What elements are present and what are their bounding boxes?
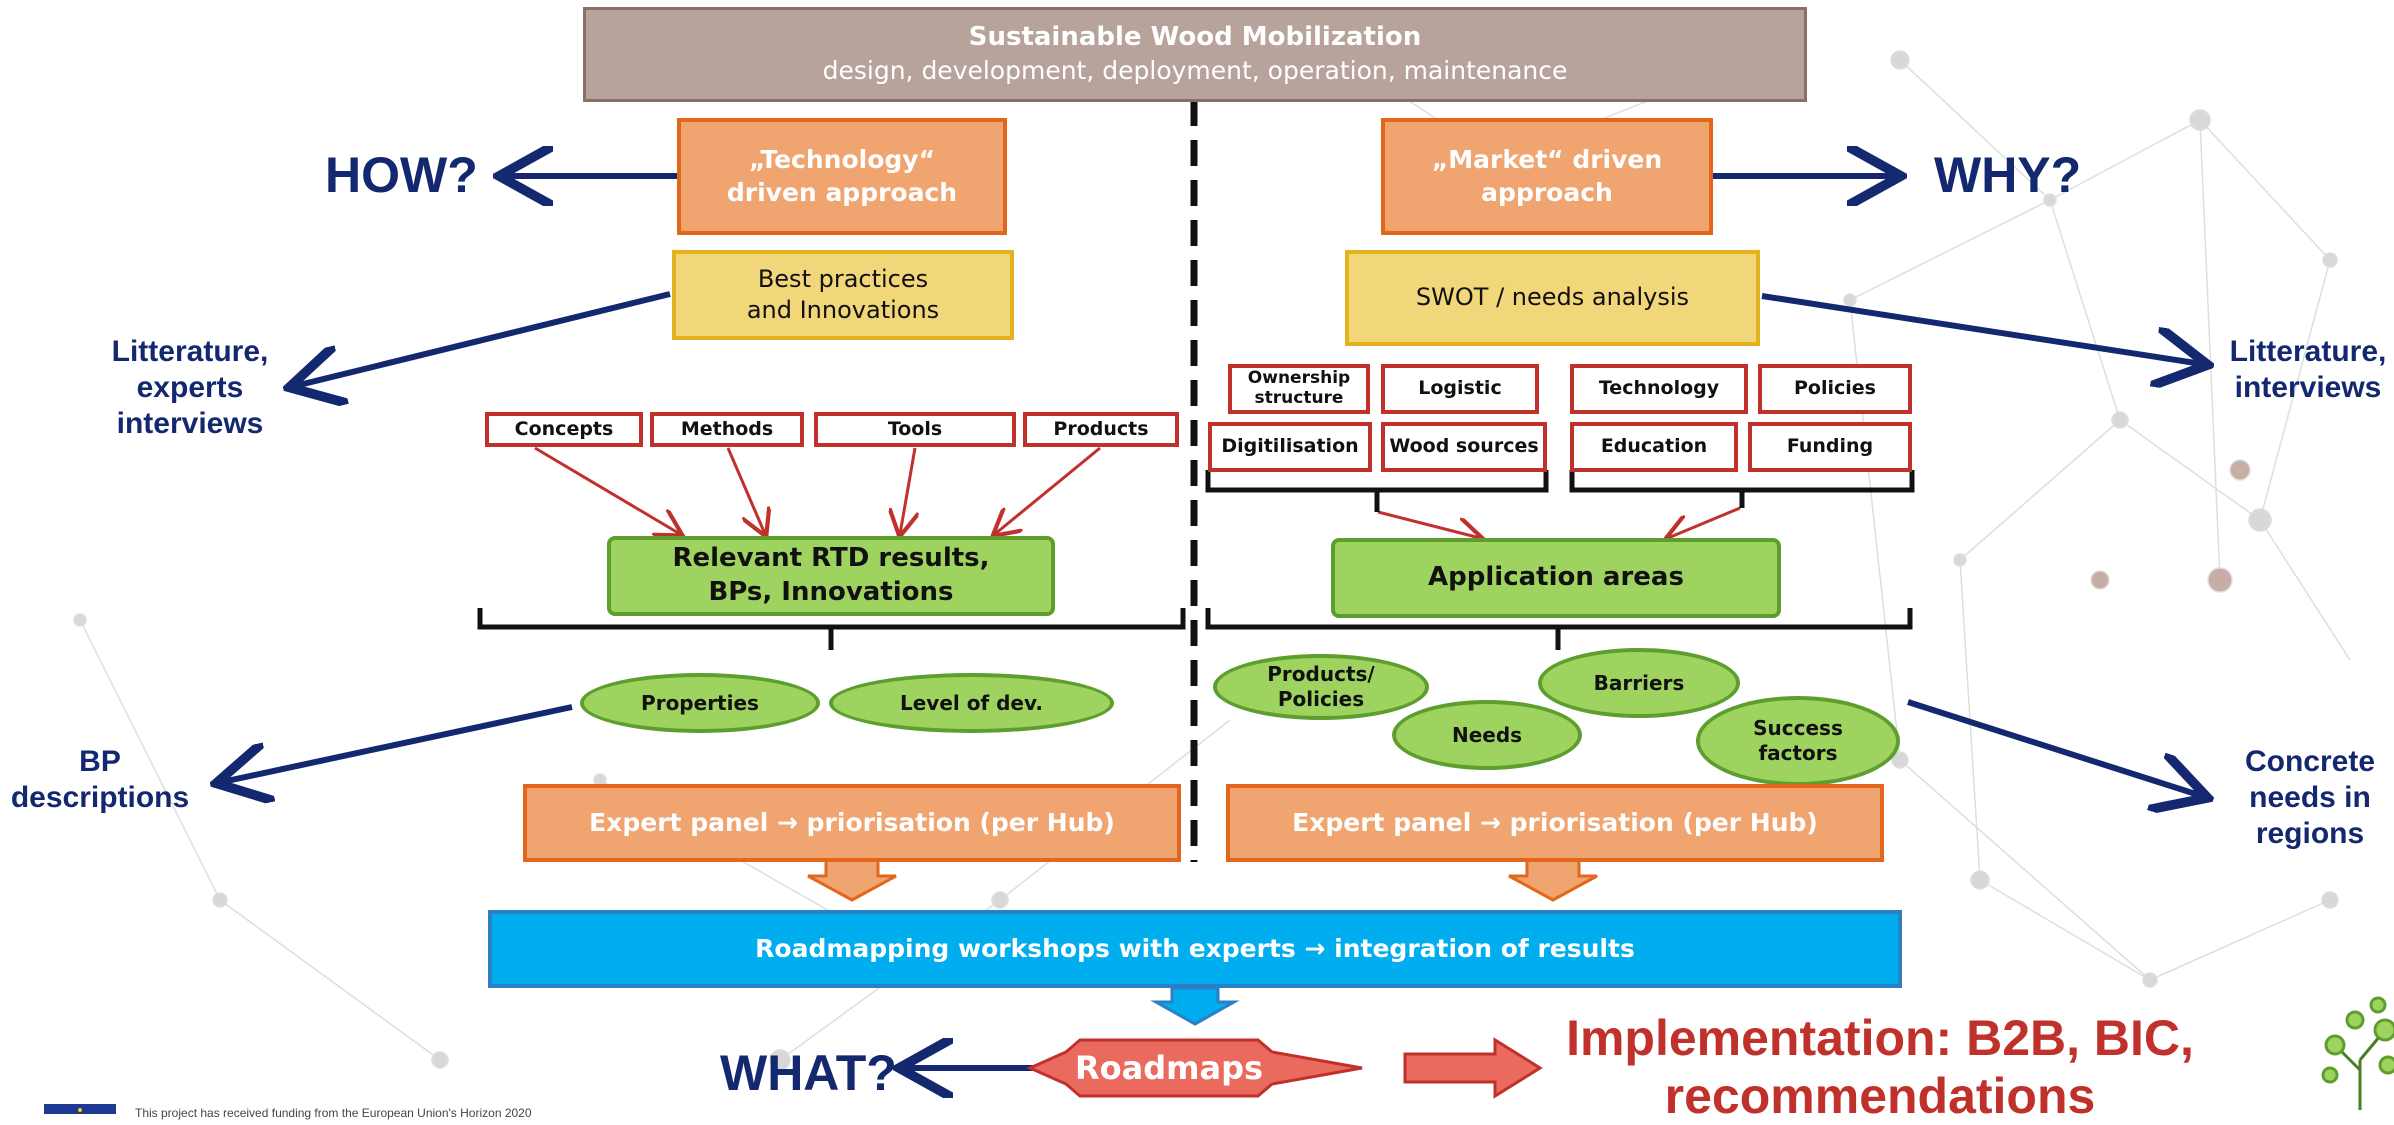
eu-flag-icon bbox=[44, 1104, 116, 1114]
category-methods: Methods bbox=[650, 412, 804, 447]
brace-factors-left bbox=[1205, 470, 1549, 512]
footer-funding-note: This project has received funding from t… bbox=[135, 1106, 532, 1120]
category-tools: Tools bbox=[814, 412, 1016, 447]
red-arrows bbox=[534, 446, 1741, 538]
factor-technology: Technology bbox=[1570, 364, 1748, 414]
title-banner: Sustainable Wood Mobilization design, de… bbox=[583, 7, 1807, 102]
roadmaps-label: Roadmaps bbox=[1075, 1049, 1264, 1087]
brace-left-results bbox=[477, 608, 1186, 650]
roadmaps-star bbox=[1026, 1038, 1363, 1098]
braces bbox=[477, 470, 1915, 650]
ellipse-success-factors: Success factors bbox=[1696, 696, 1900, 786]
application-areas-box: Application areas bbox=[1331, 538, 1781, 618]
arrow-left-literature bbox=[295, 291, 671, 386]
factor-education: Education bbox=[1570, 422, 1738, 472]
best-practices-box: Best practices and Innovations bbox=[672, 250, 1014, 340]
bp-descriptions-label: BP descriptions bbox=[10, 745, 190, 814]
question-what: WHAT? bbox=[720, 1045, 897, 1101]
left-literature-label: Litterature, experts interviews bbox=[111, 335, 269, 440]
blue-down-arrow bbox=[1150, 986, 1240, 1026]
expert-panel-right: Expert panel → priorisation (per Hub) bbox=[1226, 784, 1884, 862]
ellipse-level-of-dev: Level of dev. bbox=[829, 673, 1114, 733]
category-concepts: Concepts bbox=[485, 412, 643, 447]
brace-right-application bbox=[1205, 608, 1913, 650]
ellipse-products-policies: Products/ Policies bbox=[1213, 654, 1429, 720]
arrow-right-literature bbox=[1761, 293, 2202, 364]
factor-wood-sources: Wood sources bbox=[1381, 422, 1547, 472]
factor-digitilisation: Digitilisation bbox=[1208, 422, 1372, 472]
arrow-bp bbox=[222, 704, 573, 782]
question-how: HOW? bbox=[325, 147, 478, 203]
swot-box: SWOT / needs analysis bbox=[1345, 250, 1760, 346]
roadmapping-workshops-box: Roadmapping workshops with experts → int… bbox=[488, 910, 1902, 988]
navy-arrows bbox=[222, 176, 2202, 1068]
market-approach-box: „Market“ driven approach bbox=[1381, 118, 1713, 235]
banner-title: Sustainable Wood Mobilization bbox=[968, 22, 1422, 53]
concrete-needs-label: Concrete needs in regions bbox=[2244, 745, 2376, 850]
category-products: Products bbox=[1023, 412, 1179, 447]
banner-subtitle: design, development, deployment, operati… bbox=[822, 56, 1568, 86]
ellipse-needs: Needs bbox=[1392, 700, 1582, 770]
orange-down-arrows bbox=[807, 858, 1598, 902]
implementation-text: Implementation: B2B, BIC, recommendation… bbox=[1566, 1010, 2194, 1124]
ellipse-properties: Properties bbox=[580, 673, 820, 733]
tree-logo-icon bbox=[2321, 996, 2394, 1110]
factor-policies: Policies bbox=[1758, 364, 1912, 414]
technology-approach-box: „Technology“ driven approach bbox=[677, 118, 1007, 235]
brace-factors-right bbox=[1569, 470, 1915, 508]
ellipse-barriers: Barriers bbox=[1538, 648, 1740, 718]
right-literature-label: Litterature, interviews bbox=[2229, 335, 2387, 404]
factor-logistic: Logistic bbox=[1381, 364, 1539, 414]
implementation-arrow bbox=[1403, 1037, 1543, 1099]
factor-funding: Funding bbox=[1748, 422, 1912, 472]
question-why: WHY? bbox=[1934, 147, 2082, 203]
expert-panel-left: Expert panel → priorisation (per Hub) bbox=[523, 784, 1181, 862]
rtd-results-box: Relevant RTD results, BPs, Innovations bbox=[607, 536, 1055, 616]
factor-ownership-structure: Ownership structure bbox=[1228, 364, 1370, 414]
arrow-needs bbox=[1907, 699, 2202, 796]
